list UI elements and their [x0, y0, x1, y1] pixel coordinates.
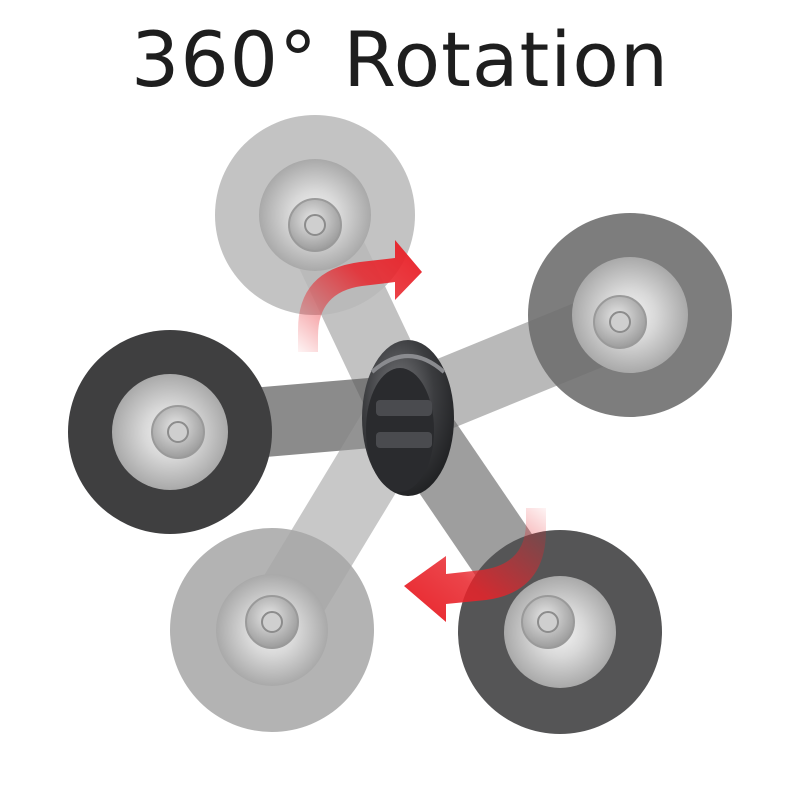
rotation-arrow-icon: [298, 240, 422, 352]
center-hub: [362, 340, 454, 496]
rotation-arrow-icon-2: [404, 508, 546, 622]
disc-bottom-right: [458, 530, 662, 734]
headline: 360° Rotation: [130, 15, 670, 104]
disc-bottom-left: [170, 528, 374, 732]
disc-left: [68, 330, 272, 534]
disc-right: [528, 213, 732, 417]
